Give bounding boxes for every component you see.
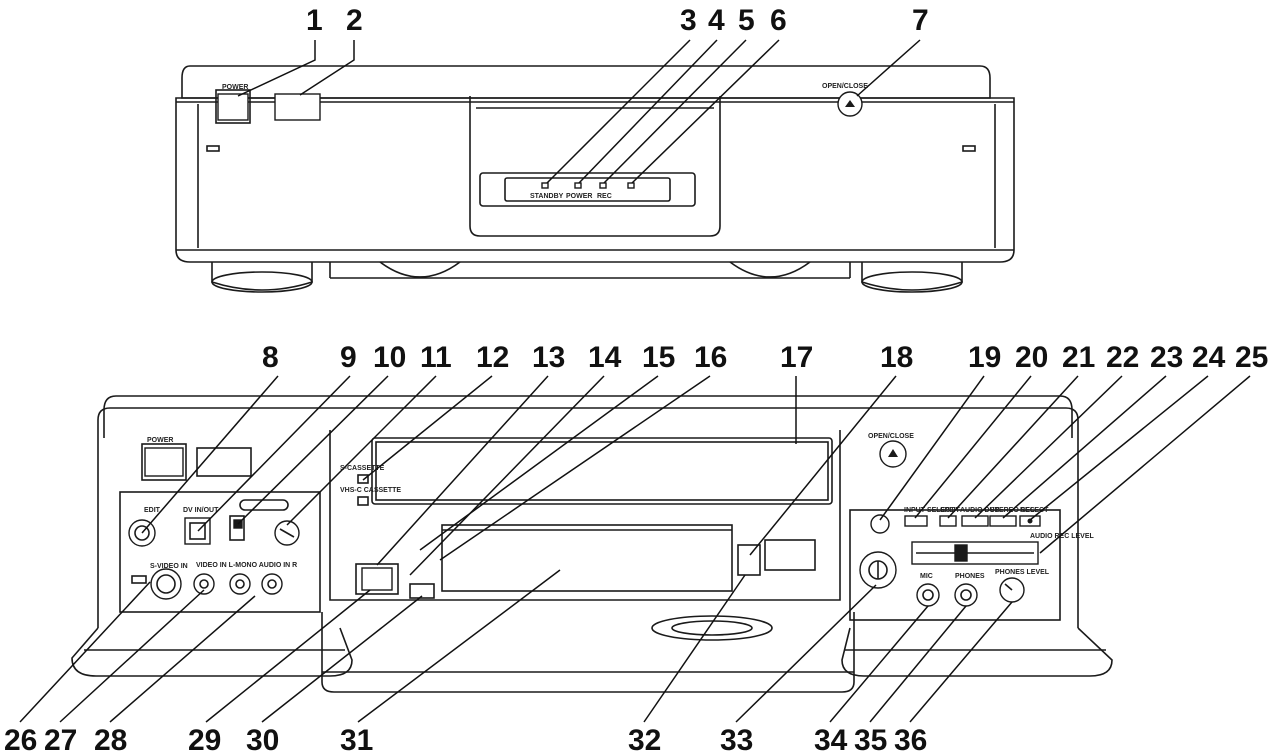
s-video-label: S-VIDEO IN (150, 563, 188, 570)
dv-indicator (627, 182, 635, 189)
standby-label: STANDBY (530, 193, 564, 200)
rec-label: REC (597, 193, 612, 200)
power-indicator (574, 182, 582, 189)
front-view-callouts: 1 2 3 4 5 6 7 (237, 4, 929, 184)
callout-5: 5 (738, 4, 755, 37)
callout-4: 4 (708, 4, 725, 37)
power-button-open[interactable] (144, 447, 184, 477)
callout-9: 9 (340, 341, 357, 374)
open-panel-callouts-top: 8 9 10 11 12 13 14 15 16 17 18 19 20 21 … (141, 341, 1268, 576)
callout-18: 18 (880, 341, 913, 374)
feet (211, 261, 963, 293)
callout-8: 8 (262, 341, 279, 374)
rec-button[interactable] (361, 567, 393, 591)
cassette-slot (371, 437, 833, 505)
audio-l-jack[interactable] (229, 573, 251, 595)
callout-16: 16 (694, 341, 727, 374)
phones-label: PHONES (955, 573, 985, 580)
callout-32: 32 (628, 724, 661, 755)
callout-20: 20 (1015, 341, 1048, 374)
callout-1: 1 (306, 4, 323, 37)
audio-dub-button[interactable] (961, 515, 989, 527)
split-button[interactable] (939, 515, 957, 527)
power-label-open: POWER (147, 437, 173, 444)
rec-label-right: REC (1020, 507, 1035, 514)
display-window (274, 93, 321, 121)
phones-level-label: PHONES LEVEL (995, 569, 1050, 576)
audio-r-jack[interactable] (261, 573, 283, 595)
mic-jack[interactable] (916, 583, 940, 607)
callout-11: 11 (420, 341, 452, 374)
stereo-select-button[interactable] (989, 515, 1017, 527)
audio-rec-level-label: AUDIO REC LEVEL (1030, 533, 1095, 540)
open-close-label: OPEN/CLOSE (822, 83, 868, 90)
callout-27: 27 (44, 724, 77, 755)
callout-34: 34 (814, 724, 848, 755)
dv-label: DV IN/OUT (183, 507, 219, 514)
callout-22: 22 (1106, 341, 1139, 374)
callout-31: 31 (340, 724, 373, 755)
s-video-in-jack[interactable] (150, 568, 182, 600)
front-view-vcr: STANDBY POWER REC POWER OPEN/CLOSE (175, 65, 1015, 293)
callout-7: 7 (912, 4, 929, 37)
display-panel (441, 524, 733, 592)
callout-35: 35 (854, 724, 887, 755)
callout-25: 25 (1235, 341, 1268, 374)
callout-33: 33 (720, 724, 753, 755)
callout-13: 13 (532, 341, 565, 374)
callout-6: 6 (770, 4, 787, 37)
stereo-select-label: STEREO SELECT (990, 507, 1049, 514)
callout-14: 14 (588, 341, 622, 374)
edit-label: EDIT (144, 507, 161, 514)
callout-2: 2 (346, 4, 363, 37)
input-select-label: INPUT SELECT (904, 507, 955, 514)
callout-28: 28 (94, 724, 127, 755)
power-button[interactable] (217, 93, 249, 121)
input-select-knob[interactable] (870, 514, 890, 534)
tray-disc (651, 615, 773, 641)
standby-indicator (541, 182, 549, 189)
open-panel-vcr: POWER OPEN/CLOSE S-CASSETTE VHS-C CASSET… (71, 395, 1113, 693)
callout-29: 29 (188, 724, 221, 755)
callout-36: 36 (894, 724, 927, 755)
open-close-label-open: OPEN/CLOSE (868, 433, 914, 440)
phones-jack[interactable] (954, 583, 978, 607)
split-label: SPLIT (940, 507, 961, 514)
callout-15: 15 (642, 341, 675, 374)
video-audio-label: VIDEO IN L-MONO AUDIO IN R (196, 562, 297, 569)
callout-23: 23 (1150, 341, 1183, 374)
mic-label: MIC (920, 573, 933, 580)
callout-12: 12 (476, 341, 509, 374)
power-label: POWER (566, 193, 592, 200)
callout-21: 21 (1062, 341, 1095, 374)
callout-24: 24 (1192, 341, 1226, 374)
open-panel-callouts-bottom: 26 27 28 29 30 31 32 33 34 35 36 (4, 569, 1013, 755)
callout-26: 26 (4, 724, 37, 755)
video-in-jack[interactable] (193, 573, 215, 595)
audio-dub-label: AUDIO DUB (960, 507, 1000, 514)
callout-30: 30 (246, 724, 279, 755)
callout-17: 17 (780, 341, 813, 374)
vhs-c-cassette-label: VHS-C CASSETTE (340, 487, 401, 494)
power-label-top: POWER (222, 84, 248, 91)
callout-19: 19 (968, 341, 1001, 374)
callout-10: 10 (373, 341, 406, 374)
callout-3: 3 (680, 4, 697, 37)
rec-indicator (599, 182, 607, 189)
s-cassette-label: S-CASSETTE (340, 465, 385, 472)
